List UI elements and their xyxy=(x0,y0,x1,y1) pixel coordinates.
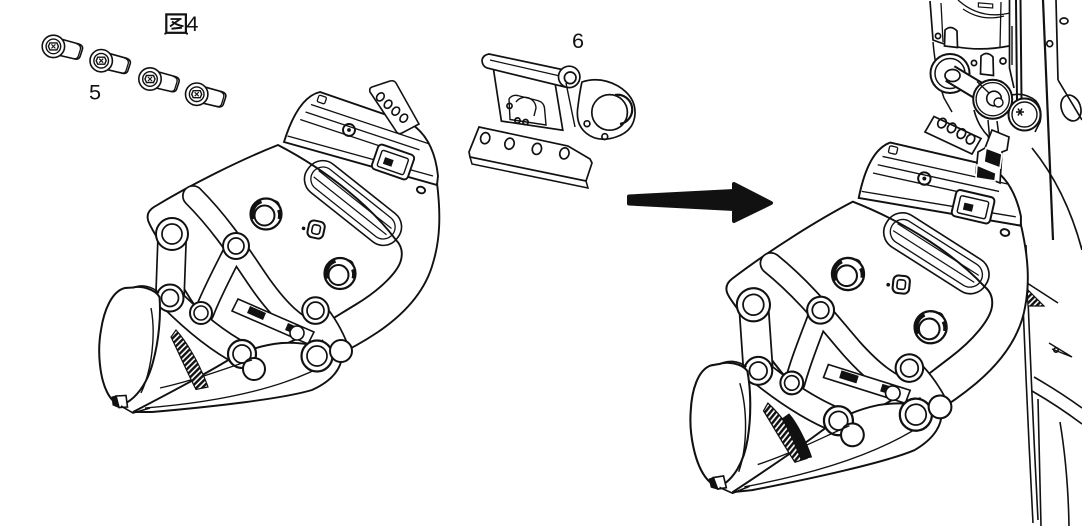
svg-text:4: 4 xyxy=(186,11,198,36)
svg-text:5: 5 xyxy=(89,79,101,104)
svg-text:6: 6 xyxy=(572,28,584,53)
